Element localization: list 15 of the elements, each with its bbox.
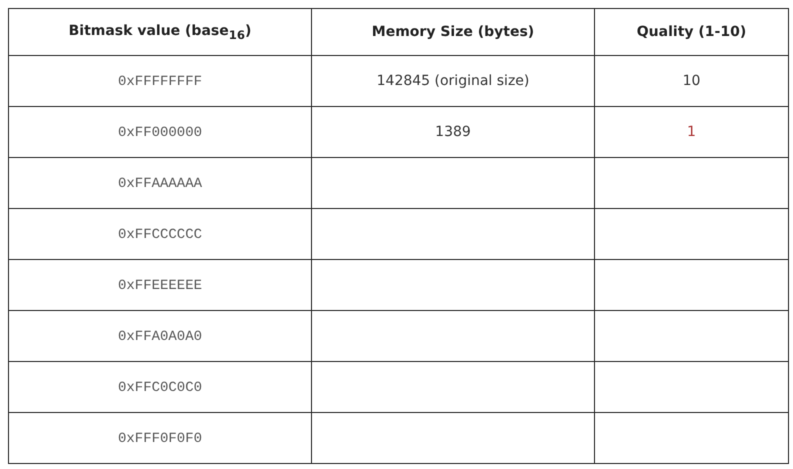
hex-value: 0xFFA0A0A0 [118,328,202,344]
cell-value: 1389 [435,124,471,140]
hex-value: 0xFFF0F0F0 [118,430,202,446]
hex-value: 0xFFC0C0C0 [118,380,202,396]
column-header: Quality (1-10) [636,24,746,40]
hex-value: 0xFF000000 [118,124,202,140]
cell-value: 142845 (original size) [376,73,530,89]
hex-value: 0xFFCCCCCC [118,226,202,242]
hex-value: 0xFFEEEEEE [118,278,202,294]
column-header: Bitmask value (base$_{16}$) [68,22,252,39]
hex-value: 0xFFAAAAAA [118,176,202,192]
column-header: Memory Size (bytes) [372,24,534,40]
hex-value: 0xFFFFFFFF [118,74,202,90]
cell-value: 10 [682,73,700,89]
cell-value: 1 [687,124,696,140]
